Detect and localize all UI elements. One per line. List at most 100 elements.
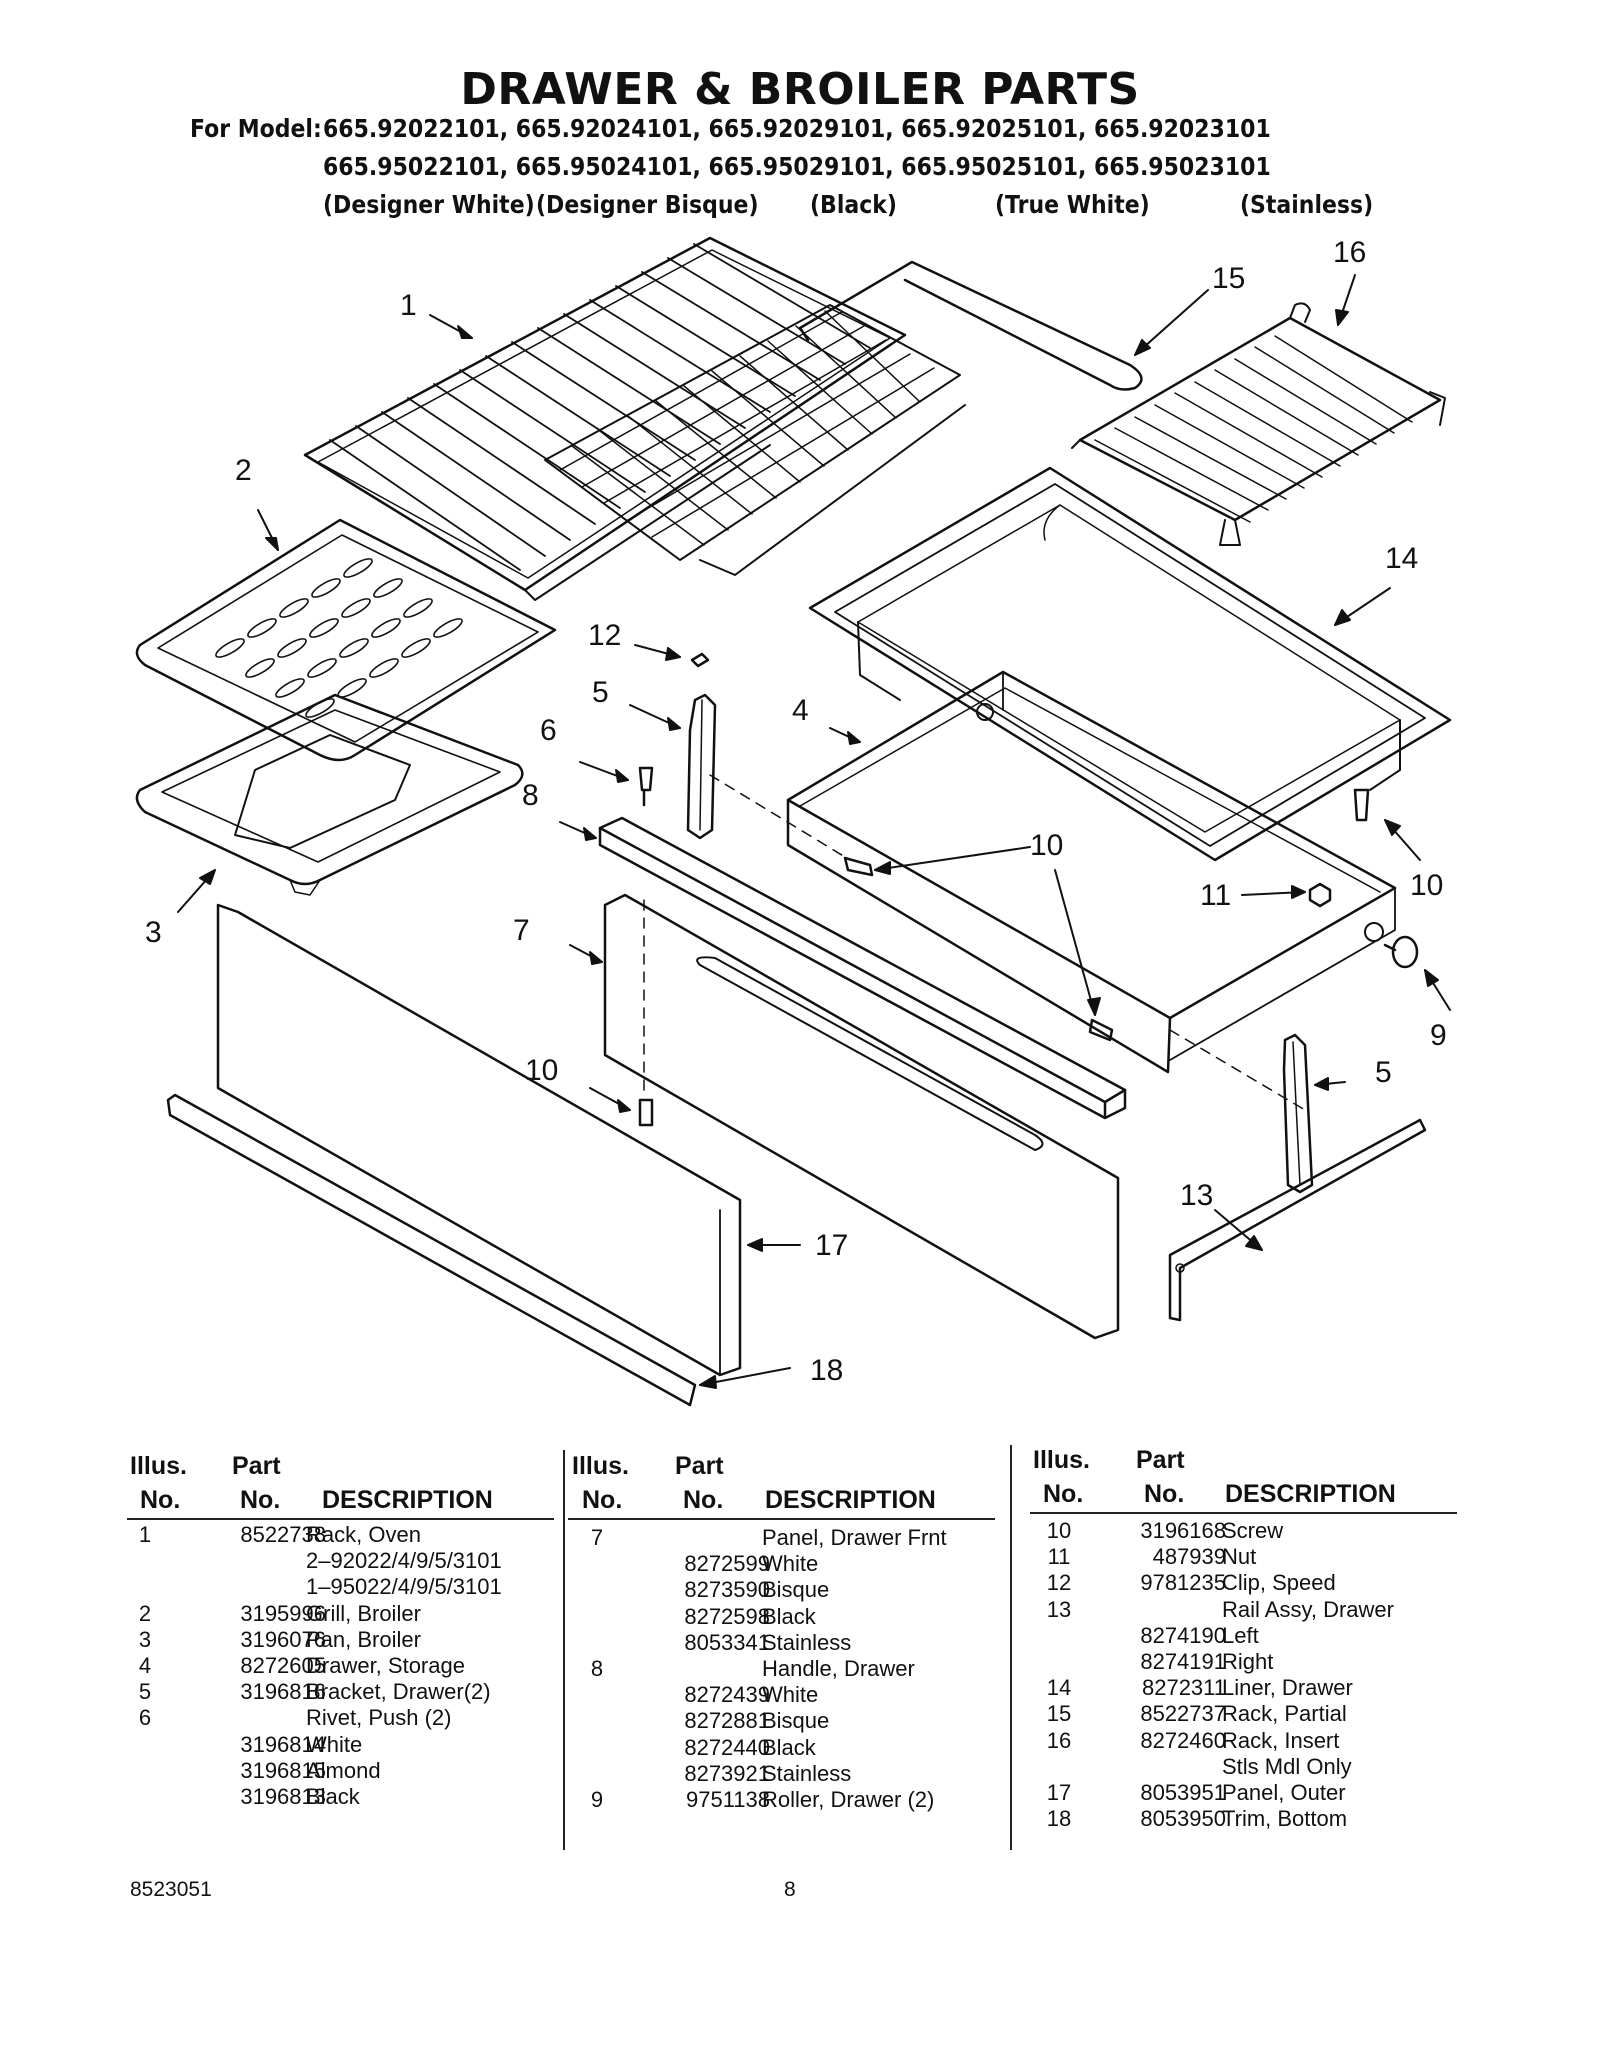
- screw-part: [638, 788, 1370, 1127]
- col3-description: DESCRIPTION: [1225, 1480, 1396, 1508]
- illus-number: 7: [590, 1525, 604, 1550]
- part-number: 8272598: [684, 1604, 770, 1629]
- part-description: Rail Assy, Drawer: [1222, 1597, 1394, 1622]
- drawer-roller-part: [1383, 935, 1419, 969]
- callout-10a: 10: [1030, 829, 1063, 862]
- part-description: Nut: [1222, 1544, 1257, 1569]
- col1-header-rule: [127, 1518, 554, 1520]
- finish-true-white: (True White): [995, 190, 1150, 219]
- model-line-2: 665.95022101, 665.95024101, 665.95029101…: [323, 152, 1271, 181]
- part-description: Stainless: [762, 1761, 852, 1786]
- callout-6: 6: [540, 714, 557, 747]
- part-description: Bisque: [762, 1577, 830, 1602]
- assembly-lines: [643, 774, 1306, 1111]
- callout-11: 11: [1200, 879, 1231, 912]
- part-number: 8272439: [684, 1682, 770, 1707]
- drawer-handle-part: [598, 816, 1127, 1120]
- part-description: Rivet, Push (2): [306, 1705, 452, 1730]
- part-number: 8272605: [240, 1653, 326, 1678]
- illus-number: 5: [138, 1679, 152, 1704]
- part-number: 3196816: [240, 1679, 326, 1704]
- illus-number: 14: [1046, 1675, 1072, 1700]
- col1-illus-bottom: No.: [140, 1486, 181, 1514]
- illus-number: 15: [1046, 1701, 1072, 1726]
- part-number: 8272881: [684, 1708, 770, 1733]
- finish-black: (Black): [810, 190, 897, 219]
- part-description: Drawer, Storage: [306, 1653, 465, 1678]
- part-number: 9751138: [685, 1787, 770, 1812]
- bottom-trim-part: [166, 1093, 697, 1407]
- callout-15: 15: [1212, 262, 1245, 295]
- part-description: White: [306, 1732, 363, 1757]
- callout-5b: 5: [1375, 1056, 1392, 1089]
- part-number: 8273590: [684, 1577, 770, 1602]
- part-number: 8273921: [684, 1761, 770, 1786]
- part-number: 3196076: [240, 1627, 326, 1652]
- col3-illus-bottom: No.: [1043, 1480, 1084, 1508]
- partial-rack-part: [798, 260, 1143, 391]
- oven-rack-part: [303, 236, 966, 601]
- col2-part-top: Part: [675, 1452, 724, 1480]
- col2-description: DESCRIPTION: [765, 1486, 936, 1514]
- illus-number: 12: [1046, 1570, 1072, 1595]
- part-number: 8272440: [684, 1735, 770, 1760]
- part-number: 3196815: [240, 1758, 326, 1783]
- part-number: 9781235: [1140, 1570, 1226, 1595]
- callout-10b: 10: [1410, 869, 1443, 902]
- part-description: Bisque: [762, 1708, 830, 1733]
- illus-number: 6: [138, 1705, 152, 1730]
- part-description: Pan, Broiler: [306, 1627, 421, 1652]
- exploded-parts-diagram: 1 2 3 4 5 5 6 7 8 9 10 10 10 10 11 12 13…: [135, 236, 1452, 1407]
- part-description: White: [762, 1682, 819, 1707]
- col1-part-top: Part: [232, 1452, 281, 1480]
- part-number: 8272311: [1141, 1675, 1226, 1700]
- part-number: 8274190: [1140, 1623, 1226, 1648]
- col2-header-rule: [568, 1518, 995, 1520]
- illus-number: 18: [1046, 1806, 1072, 1831]
- callout-14: 14: [1385, 542, 1418, 575]
- part-description: Stls Mdl Only: [1222, 1754, 1352, 1779]
- outer-panel-part: [216, 903, 742, 1377]
- part-description: 2–92022/4/9/5/3101: [306, 1548, 502, 1573]
- part-description: Rack, Oven: [306, 1522, 421, 1547]
- page-number: 8: [784, 1878, 796, 1901]
- part-description: Rack, Insert: [1222, 1728, 1340, 1753]
- part-description: Black: [762, 1604, 816, 1629]
- part-description: Clip, Speed: [1222, 1570, 1336, 1595]
- part-description: Rack, Partial: [1222, 1701, 1347, 1726]
- part-description: 1–95022/4/9/5/3101: [306, 1574, 502, 1599]
- part-number: 3196168: [1140, 1518, 1226, 1543]
- part-number: 487939: [1152, 1544, 1226, 1569]
- illus-number: 2: [138, 1601, 152, 1626]
- callout-16: 16: [1333, 236, 1366, 269]
- callout-4: 4: [792, 694, 809, 727]
- col3-header-rule: [1030, 1512, 1457, 1514]
- bracket-right-part: [1282, 1033, 1314, 1194]
- part-number: 8274191: [1140, 1649, 1226, 1674]
- col2-part-bottom: No.: [683, 1486, 724, 1514]
- callout-10c: 10: [525, 1054, 558, 1087]
- part-description: Black: [762, 1735, 816, 1760]
- part-number: 8272599: [684, 1551, 770, 1576]
- callout-18: 18: [810, 1354, 843, 1387]
- part-description: Right: [1222, 1649, 1274, 1674]
- part-description: Roller, Drawer (2): [762, 1787, 935, 1812]
- callout-7: 7: [513, 914, 530, 947]
- part-description: Bracket, Drawer(2): [306, 1679, 491, 1704]
- col1-description: DESCRIPTION: [322, 1486, 493, 1514]
- part-description: Stainless: [762, 1630, 852, 1655]
- bracket-left-part: [686, 693, 717, 840]
- part-description: Panel, Drawer Frnt: [762, 1525, 947, 1550]
- model-line-1: 665.92022101, 665.92024101, 665.92029101…: [323, 114, 1271, 143]
- col2-illus-bottom: No.: [582, 1486, 623, 1514]
- illus-number: 3: [138, 1627, 152, 1652]
- col3-part-bottom: No.: [1144, 1480, 1185, 1508]
- callout-13: 13: [1180, 1179, 1213, 1212]
- part-number: 8053950: [1140, 1806, 1226, 1831]
- finish-designer-white: (Designer White): [323, 190, 535, 219]
- callout-9: 9: [1430, 1019, 1447, 1052]
- col1-illus-top: Illus.: [130, 1452, 187, 1480]
- drawer-rail-part: [1168, 1118, 1427, 1322]
- part-description: Liner, Drawer: [1222, 1675, 1353, 1700]
- illus-number: 10: [1046, 1518, 1072, 1543]
